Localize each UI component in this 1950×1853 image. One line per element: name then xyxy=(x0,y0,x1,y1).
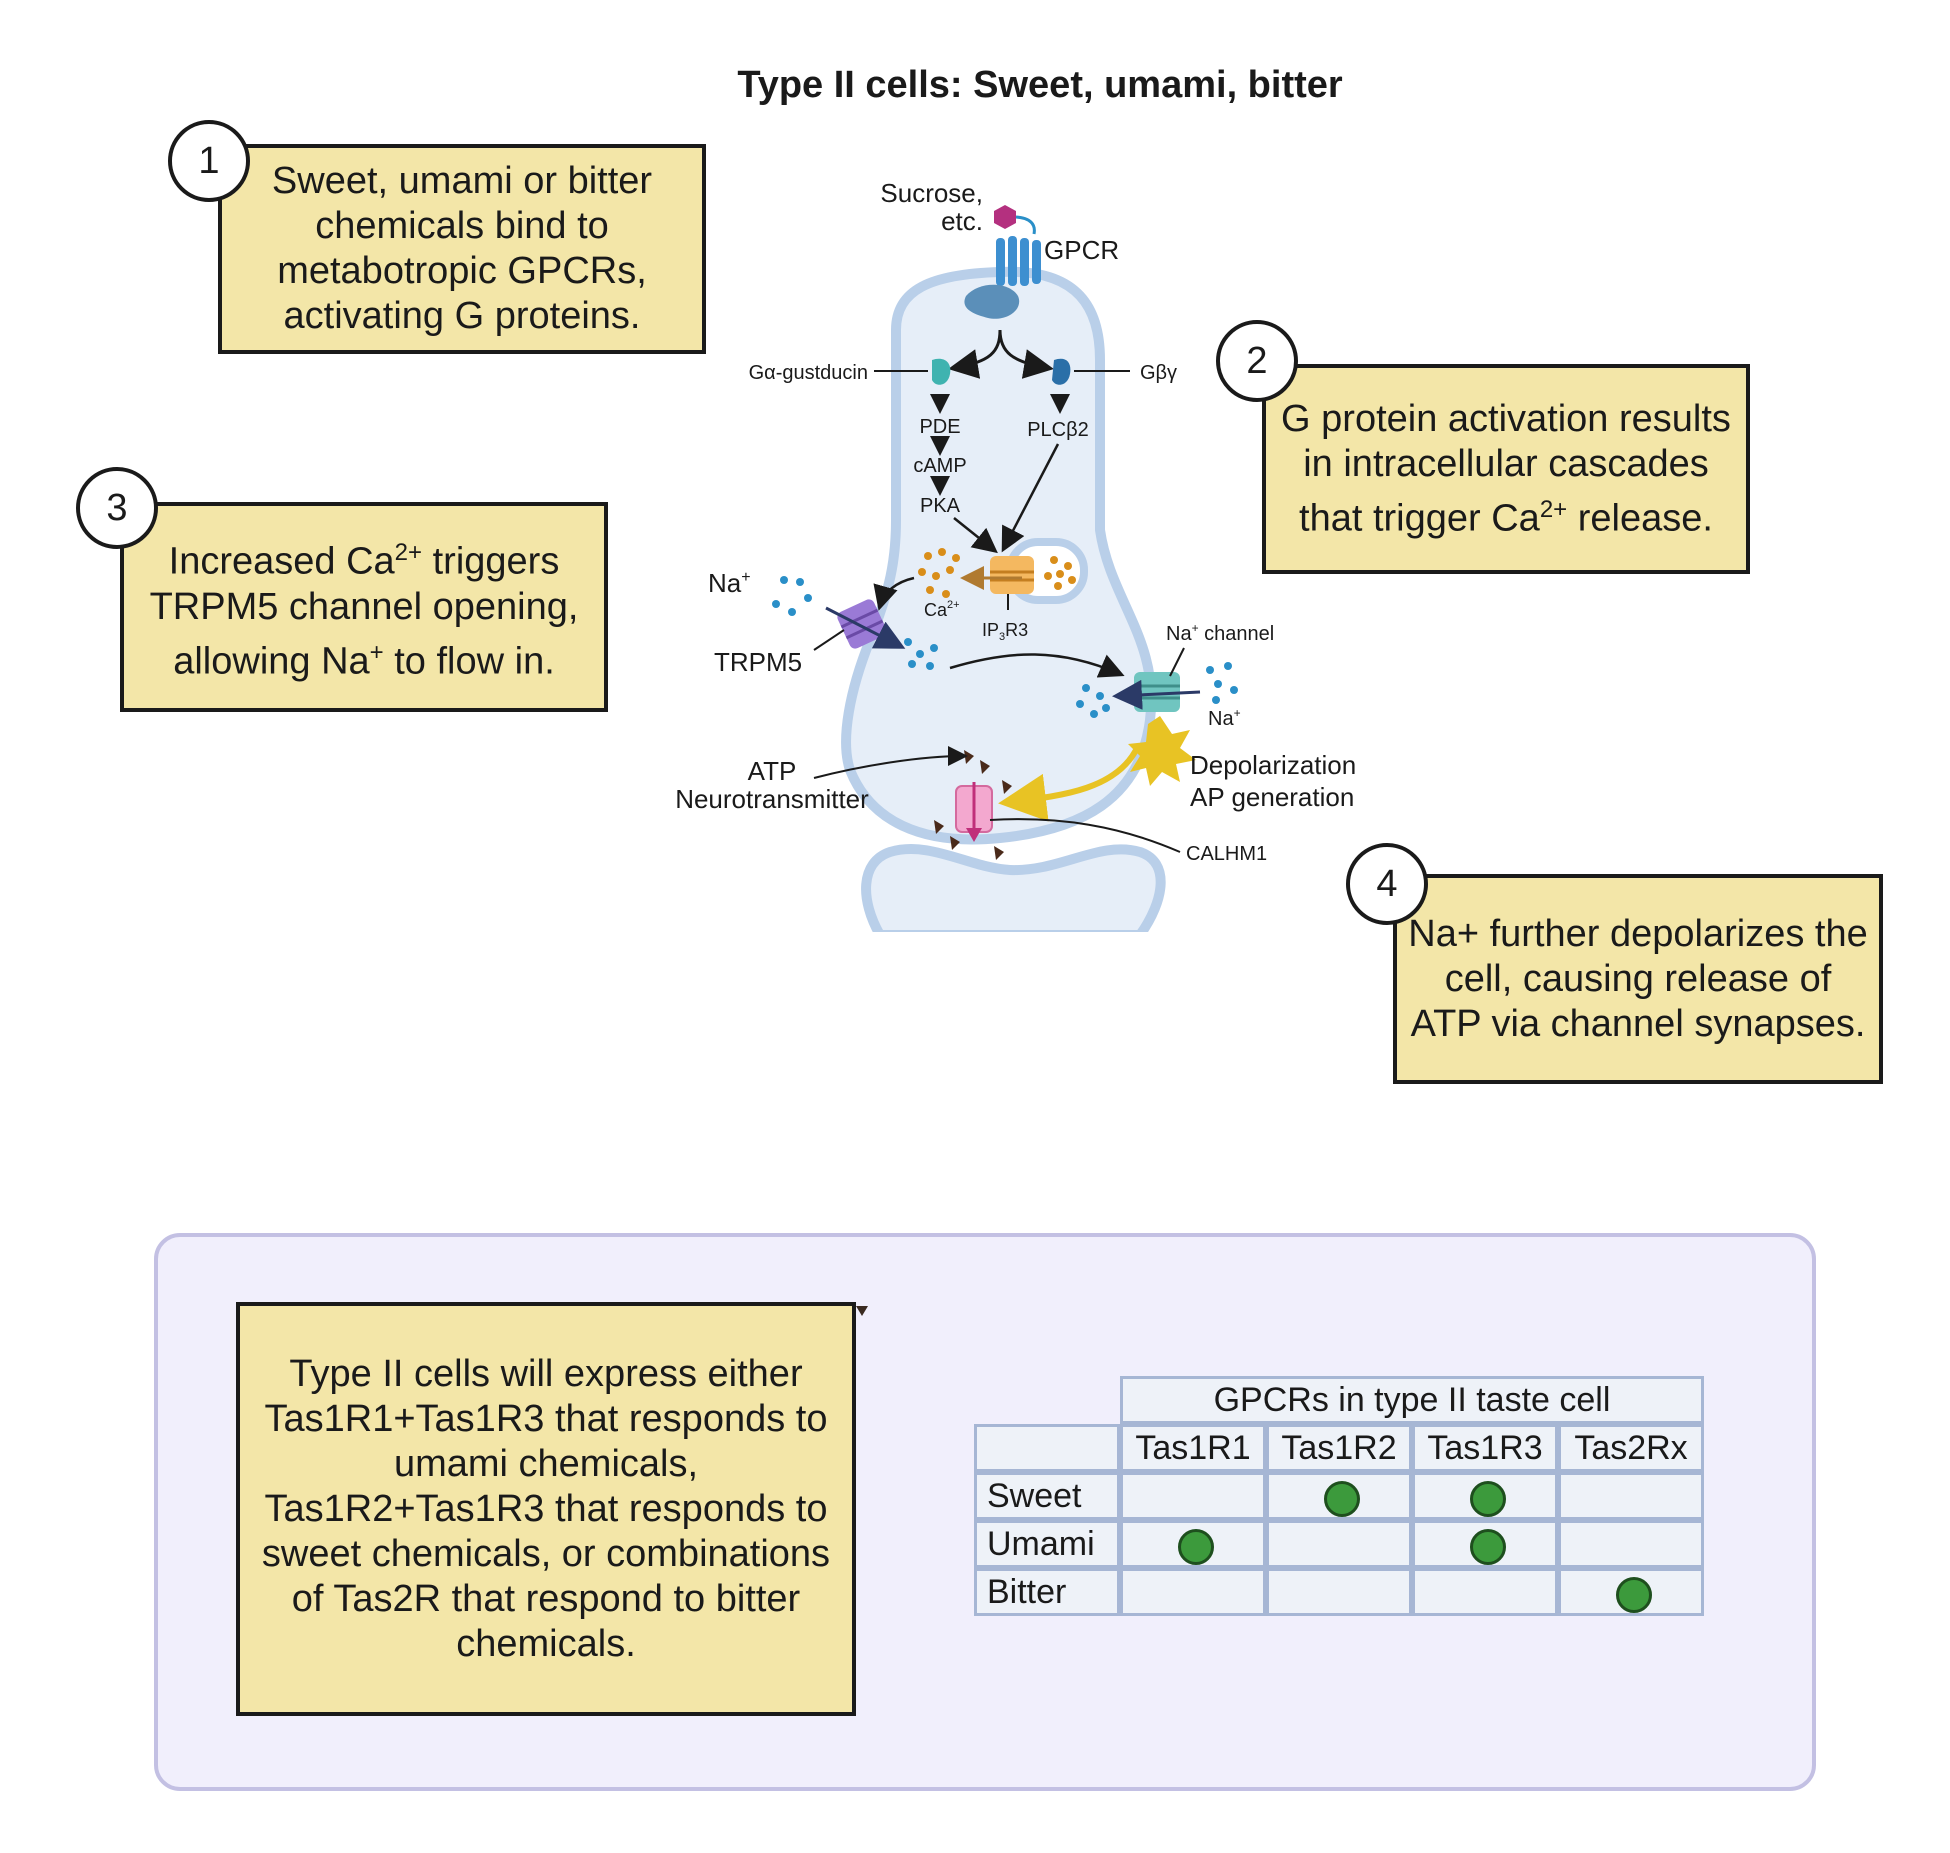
na-channel-label: Na+ channel xyxy=(1166,621,1274,645)
row-header: Umami xyxy=(974,1520,1120,1568)
table-title: GPCRs in type II taste cell xyxy=(1120,1376,1704,1424)
g-alpha-label: Gα-gustducin xyxy=(749,362,868,384)
step-3-text: Increased Ca2+ triggers TRPM5 channel op… xyxy=(149,538,579,683)
step-2-badge: 2 xyxy=(1216,320,1298,402)
ip3r3-label: IP3R3 xyxy=(982,620,1028,643)
ligand-label: Sucrose, xyxy=(880,180,983,208)
trpm5-label: TRPM5 xyxy=(714,647,802,677)
pde-label: PDE xyxy=(919,416,960,438)
table-corner xyxy=(974,1424,1120,1472)
row-header: Sweet xyxy=(974,1472,1120,1520)
column-header: Tas1R2 xyxy=(1266,1424,1412,1472)
table-cell xyxy=(1120,1520,1266,1568)
na-right-label: Na+ xyxy=(1208,706,1241,730)
er-calcium-dots xyxy=(1044,556,1076,590)
row-header: Bitter xyxy=(974,1568,1120,1616)
column-header: Tas1R1 xyxy=(1120,1424,1266,1472)
ca-label: Ca2+ xyxy=(924,599,960,620)
gpcr-label: GPCR xyxy=(1044,235,1119,265)
table-cell xyxy=(1120,1568,1266,1616)
table-cell xyxy=(1266,1520,1412,1568)
step-2-text: G protein activation results in intracel… xyxy=(1281,397,1731,540)
na-left-label: Na+ xyxy=(708,568,751,598)
neurotransmitter-label: Neurotransmitter xyxy=(675,784,869,814)
depolarization-burst-icon xyxy=(1128,716,1196,786)
expression-text: Type II cells will express either Tas1R1… xyxy=(261,1352,831,1665)
cell-membrane xyxy=(841,266,1157,845)
ap-generation-label: AP generation xyxy=(1190,782,1354,812)
table-cell xyxy=(1412,1520,1558,1568)
corner-marker-icon xyxy=(856,1306,868,1316)
gpcr-icon xyxy=(964,236,1041,319)
table-cell xyxy=(1266,1472,1412,1520)
step-4-callout: Na+ further depolarizes the cell, causin… xyxy=(1393,874,1883,1084)
expressed-marker xyxy=(1470,1529,1506,1565)
step-3-badge: 3 xyxy=(76,467,158,549)
expressed-marker xyxy=(1324,1481,1360,1517)
na-right-inside-dots xyxy=(1076,684,1110,718)
plc-label: PLCβ2 xyxy=(1027,419,1089,441)
sucrose-icon xyxy=(994,205,1016,229)
step-1-callout: Sweet, umami or bitter chemicals bind to… xyxy=(218,144,706,354)
ip3r3-icon xyxy=(990,556,1034,594)
taste-cell-diagram: Sucrose, etc. GPCR Gα-gustducin Gβγ PDE … xyxy=(675,180,1356,940)
expressed-marker xyxy=(1178,1529,1214,1565)
step-4-badge: 4 xyxy=(1346,843,1428,925)
expressed-marker xyxy=(1616,1577,1652,1613)
table-cell xyxy=(1558,1568,1704,1616)
step-3-callout: Increased Ca2+ triggers TRPM5 channel op… xyxy=(120,502,608,712)
pka-label: PKA xyxy=(920,495,961,517)
camp-label: cAMP xyxy=(913,455,966,477)
table-cell xyxy=(1412,1472,1558,1520)
ligand-label-2: etc. xyxy=(941,206,983,236)
column-header: Tas1R3 xyxy=(1412,1424,1558,1472)
calhm1-label: CALHM1 xyxy=(1186,843,1267,865)
column-header: Tas2Rx xyxy=(1558,1424,1704,1472)
na-right-outside-dots xyxy=(1206,662,1238,704)
depolarization-label: Depolarization xyxy=(1190,750,1356,780)
na-outside-dots xyxy=(772,576,812,616)
table-cell xyxy=(1120,1472,1266,1520)
expressed-marker xyxy=(1470,1481,1506,1517)
table-cell xyxy=(1266,1568,1412,1616)
table-cell xyxy=(1558,1472,1704,1520)
cytosol-calcium-dots xyxy=(918,548,960,598)
g-beta-gamma-icon xyxy=(1052,358,1071,385)
atp-label: ATP xyxy=(748,756,797,786)
table-cell xyxy=(1412,1568,1558,1616)
postsynaptic-membrane xyxy=(861,844,1166,940)
g-beta-gamma-label: Gβγ xyxy=(1140,362,1177,384)
step-4-text: Na+ further depolarizes the cell, causin… xyxy=(1408,912,1868,1045)
page-title: Type II cells: Sweet, umami, bitter xyxy=(737,64,1343,106)
g-alpha-icon xyxy=(932,358,951,385)
table-cell xyxy=(1558,1520,1704,1568)
step-1-badge: 1 xyxy=(168,120,250,202)
na-inside-dots xyxy=(904,638,938,670)
step-2-callout: G protein activation results in intracel… xyxy=(1262,364,1750,574)
step-1-text: Sweet, umami or bitter chemicals bind to… xyxy=(271,160,653,337)
expression-callout: Type II cells will express either Tas1R1… xyxy=(236,1302,856,1716)
calhm1-icon xyxy=(955,782,993,842)
